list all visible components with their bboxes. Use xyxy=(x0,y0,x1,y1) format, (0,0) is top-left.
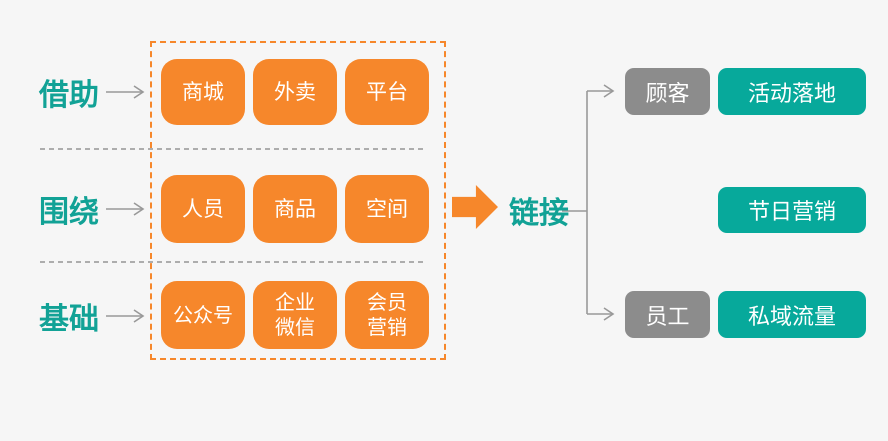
left-arrow-row1-icon xyxy=(106,85,145,99)
node-festival-marketing: 节日营销 xyxy=(718,187,866,233)
chip-qiye-weixin: 企业 微信 xyxy=(253,281,337,349)
dashed-container-border xyxy=(150,41,446,360)
block-arrow-icon xyxy=(452,185,498,229)
chip-shangpin: 商品 xyxy=(253,175,337,243)
chip-kongjian: 空间 xyxy=(345,175,429,243)
chip-gongzhonghao: 公众号 xyxy=(161,281,245,349)
chip-huiyuan-yingxiao: 会员 营销 xyxy=(345,281,429,349)
link-label: 链接 xyxy=(509,196,569,231)
row-label-jichu: 基础 xyxy=(39,302,99,337)
row-label-jiezhu: 借助 xyxy=(39,78,99,113)
node-employee: 员工 xyxy=(625,291,710,338)
chip-shangcheng: 商城 xyxy=(161,59,245,125)
node-customer: 顾客 xyxy=(625,68,710,115)
left-arrow-row2-icon xyxy=(106,202,145,216)
chip-renyuan: 人员 xyxy=(161,175,245,243)
chip-pingtai: 平台 xyxy=(345,59,429,125)
row-label-weirao: 围绕 xyxy=(39,195,99,230)
node-activity-landing: 活动落地 xyxy=(718,68,866,115)
node-private-traffic: 私域流量 xyxy=(718,291,866,338)
left-arrow-row3-icon xyxy=(106,309,145,323)
chip-waimai: 外卖 xyxy=(253,59,337,125)
